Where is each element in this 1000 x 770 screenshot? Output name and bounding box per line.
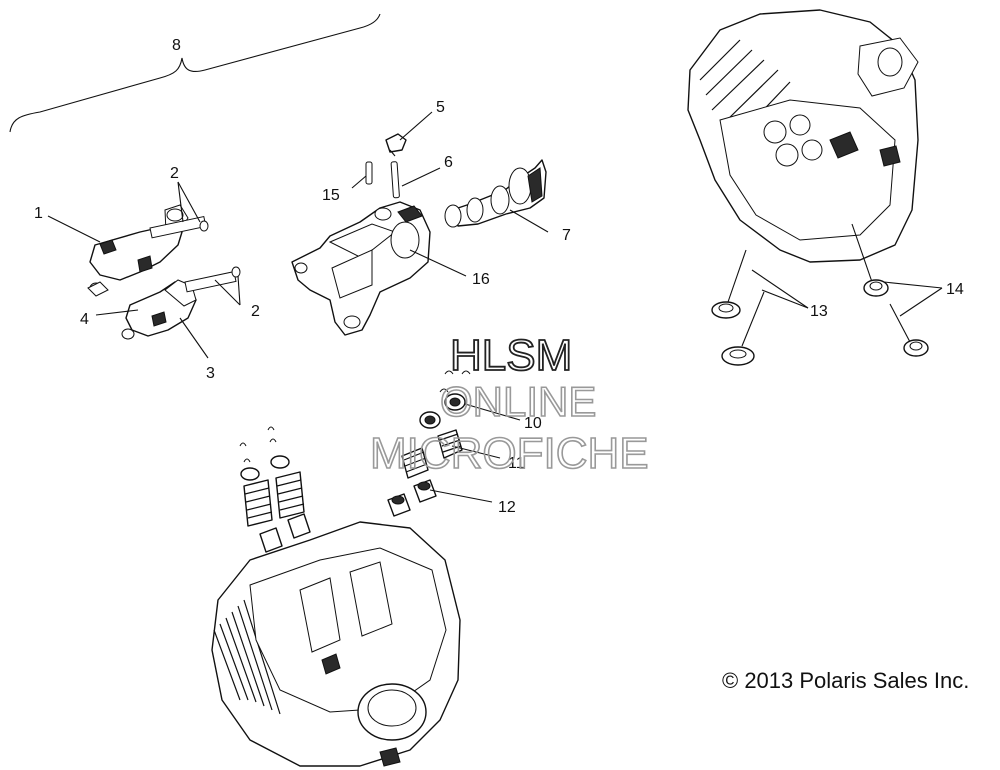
callout-4: 4 xyxy=(80,311,89,328)
callout-1: 1 xyxy=(34,205,43,222)
callout-14: 14 xyxy=(946,281,964,298)
callout-16: 16 xyxy=(472,271,490,288)
callout-3: 3 xyxy=(206,365,215,382)
group-8-bracket xyxy=(9,13,381,133)
cylinder-head-front xyxy=(211,521,461,767)
callout-13: 13 xyxy=(810,303,828,320)
callout-15: 15 xyxy=(322,187,340,204)
callout-7: 7 xyxy=(562,227,571,244)
valve-spring-11 xyxy=(401,429,463,479)
callout-2a: 2 xyxy=(170,165,179,182)
exhaust-valve-14a xyxy=(851,223,889,297)
dowel-15 xyxy=(365,161,373,185)
callout-5: 5 xyxy=(436,99,445,116)
watermark-line-3: MICROFICHE xyxy=(370,429,649,478)
exhaust-valve-14b xyxy=(889,303,929,357)
spring-retainer-10 xyxy=(419,393,466,429)
valve-seal-12 xyxy=(387,479,437,517)
copyright-notice: © 2013 Polaris Sales Inc. xyxy=(722,668,970,693)
intake-valve-13a xyxy=(711,249,747,319)
intake-valve-13b xyxy=(721,291,765,366)
callout-11: 11 xyxy=(508,455,525,472)
callout-2b: 2 xyxy=(251,303,260,320)
pin-6 xyxy=(390,161,400,199)
callout-12: 12 xyxy=(498,499,516,516)
callout-10: 10 xyxy=(524,415,542,432)
watermark-line-1: HLSM xyxy=(450,331,572,380)
cylinder-head-rear xyxy=(687,9,919,263)
valve-keepers-9 xyxy=(439,370,471,393)
camshaft-7 xyxy=(444,159,547,228)
left-valve-stack xyxy=(239,426,311,553)
cam-carrier-16 xyxy=(291,201,431,336)
callout-8: 8 xyxy=(172,37,181,54)
watermark-line-2: ONLINE xyxy=(440,378,596,425)
rocker-arm-1 xyxy=(87,204,209,297)
leader-lines xyxy=(47,111,943,503)
rocker-arm-3 xyxy=(121,266,241,340)
callout-6: 6 xyxy=(444,154,453,171)
